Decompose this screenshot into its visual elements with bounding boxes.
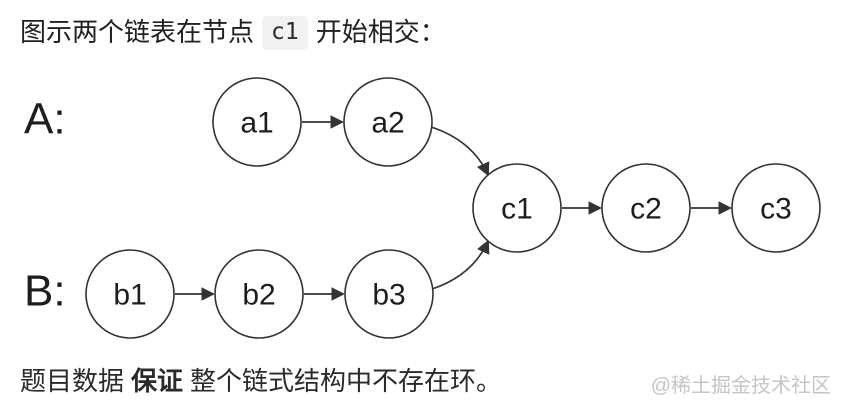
node-b2: b2 xyxy=(214,249,304,339)
node-circle xyxy=(214,249,304,339)
node-circle xyxy=(212,77,302,167)
footer-text-after: 整个链式结构中不存在环。 xyxy=(190,366,503,396)
node-c1: c1 xyxy=(472,163,562,253)
list-label-A: A: xyxy=(24,95,66,144)
edge-a2-c1 xyxy=(430,126,490,177)
node-c2: c2 xyxy=(601,163,691,253)
intro-text-before: 图示两个链表在节点 xyxy=(20,17,255,47)
node-circle xyxy=(472,163,562,253)
list-label-B: B: xyxy=(24,267,66,316)
node-circle xyxy=(343,77,433,167)
footer-bold-word: 保证 xyxy=(131,366,184,396)
node-a2: a2 xyxy=(343,77,433,167)
node-circle xyxy=(85,249,175,339)
node-b3: b3 xyxy=(344,249,434,339)
node-label: a1 xyxy=(240,107,273,140)
node-circle xyxy=(344,249,434,339)
node-label: b1 xyxy=(113,279,146,312)
inline-code-c1: c1 xyxy=(262,16,308,50)
edge-b3-c1 xyxy=(431,239,490,290)
node-circle xyxy=(601,163,691,253)
node-label: c3 xyxy=(760,193,792,226)
node-label: b3 xyxy=(372,279,405,312)
footer-text-before: 题目数据 xyxy=(20,366,125,396)
node-c3: c3 xyxy=(731,163,821,253)
intro-text-after: 开始相交： xyxy=(315,17,446,47)
node-label: c2 xyxy=(630,193,662,226)
node-circle xyxy=(731,163,821,253)
watermark: @稀土掘金技术社区 xyxy=(650,375,831,397)
node-label: a2 xyxy=(371,107,404,140)
node-label: b2 xyxy=(242,279,275,312)
footer-note: 题目数据保证整个链式结构中不存在环。 xyxy=(20,363,502,399)
node-b1: b1 xyxy=(85,249,175,339)
node-a1: a1 xyxy=(212,77,302,167)
node-label: c1 xyxy=(501,193,533,226)
